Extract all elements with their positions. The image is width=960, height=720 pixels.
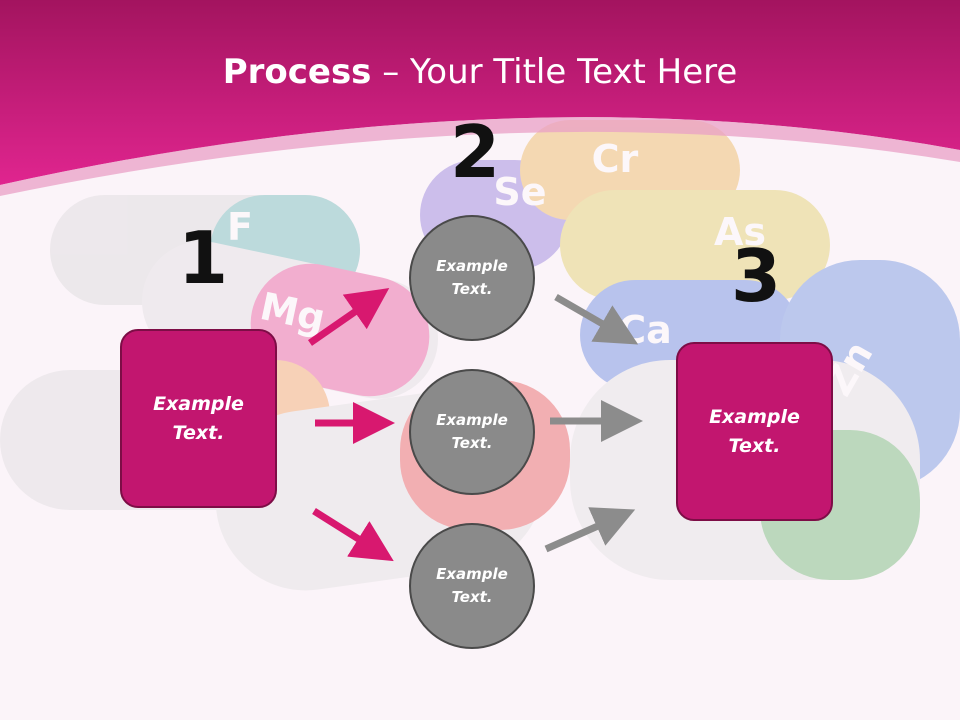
process-circle-bottom: Example Text. [409, 523, 535, 649]
right-box-text: Example Text. [709, 405, 800, 457]
step-number-1: 1 [178, 216, 229, 300]
step-number-2: 2 [450, 110, 501, 194]
pill-label-text: Cr [592, 137, 639, 181]
pill-label-text: F [227, 205, 253, 249]
pill-label-text: As [714, 210, 766, 254]
left-box-text: Example Text. [153, 392, 244, 444]
header-band [0, 0, 960, 185]
process-circle-top: Example Text. [409, 215, 535, 341]
slide-title: Process – Your Title Text Here [0, 52, 960, 92]
circle-text: Example Text. [436, 565, 508, 606]
arrow-down-pink [312, 508, 394, 562]
arrow-up-pink [308, 288, 390, 346]
header-swoosh [0, 117, 960, 196]
left-process-box: Example Text. [120, 329, 277, 508]
arrow-up-gray [544, 507, 636, 553]
title-bold: Process [222, 52, 372, 92]
circle-text: Example Text. [436, 411, 508, 452]
step-number-3: 3 [731, 234, 782, 318]
right-process-box: Example Text. [676, 342, 833, 521]
process-circle-middle: Example Text. [409, 369, 535, 495]
title-rest: – Your Title Text Here [371, 52, 738, 92]
arrow-down-gray [554, 293, 639, 345]
pill-label-text: Se [493, 170, 546, 214]
circle-text: Example Text. [436, 257, 508, 298]
